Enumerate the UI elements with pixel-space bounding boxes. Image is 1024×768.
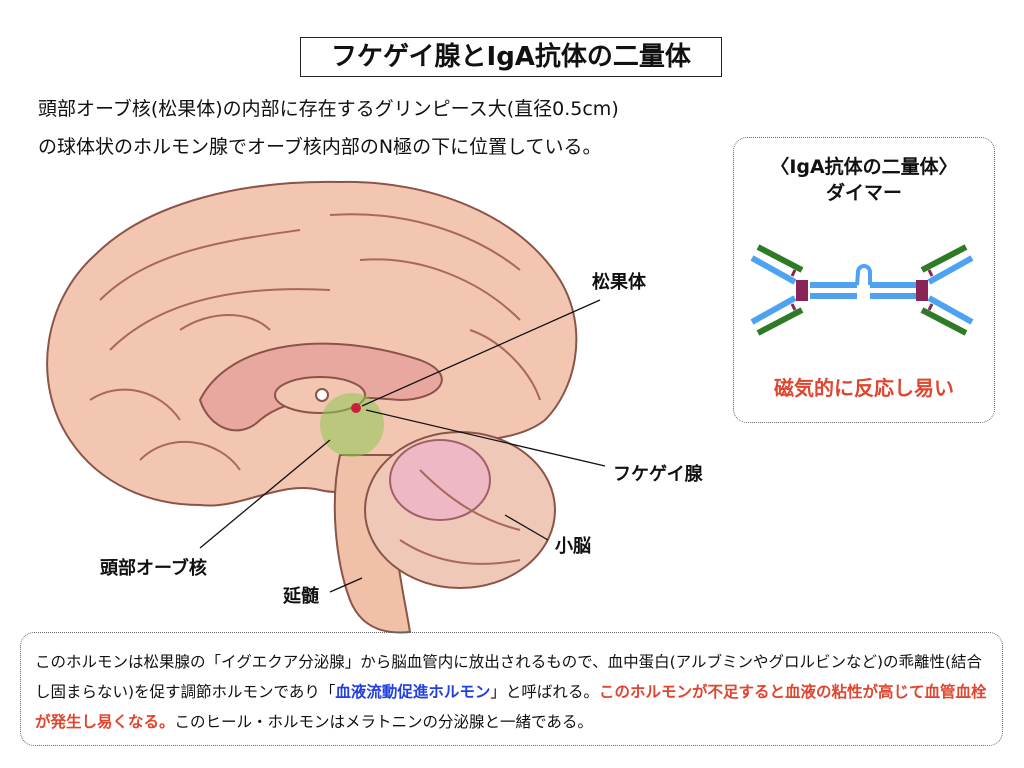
- explanation-highlight-blue: 血液流動促進ホルモン: [335, 683, 491, 701]
- explanation-text-1: このホルモンは松果腺の「イグエクア分泌腺」から脳血管内に放出されるもので、血中蛋…: [35, 653, 983, 701]
- explanation-highlight-red: このホルモンが不足すると血液の粘性が高じて血管血栓が発生し易くなる。: [35, 683, 987, 731]
- dimer-title: 〈IgA抗体の二量体〉: [770, 156, 958, 178]
- dimer-panel: 〈IgA抗体の二量体〉 ダイマー 磁気的に反応し易い: [733, 137, 995, 423]
- page-title: フケゲイ腺とIgA抗体の二量体: [300, 37, 722, 77]
- description-line-2: の球体状のホルモン腺でオーブ核内部のN極の下に位置している。: [38, 136, 602, 158]
- pineal-highlight: [320, 393, 384, 457]
- explanation-box: このホルモンは松果腺の「イグエクア分泌腺」から脳血管内に放出されるもので、血中蛋…: [20, 632, 1003, 746]
- description-line-1: 頭部オーブ核(松果体)の内部に存在するグリンピース大(直径0.5cm): [38, 98, 619, 120]
- dimer-subtitle: ダイマー: [825, 182, 902, 204]
- dimer-note: 磁気的に反応し易い: [774, 376, 954, 400]
- label-medulla: 延髄: [283, 586, 319, 607]
- label-cerebellum: 小脳: [555, 536, 591, 557]
- explanation-text-2: 」と呼ばれる。: [490, 683, 599, 701]
- label-pineal: 松果体: [592, 272, 646, 293]
- label-fukegei: フケゲイ腺: [613, 464, 703, 485]
- label-orb-nucleus: 頭部オーブ核: [100, 558, 207, 579]
- pineal-gland-dot: [351, 403, 361, 413]
- explanation-text-3: このヒール・ホルモンはメラトニンの分泌腺と一緒である。: [174, 713, 593, 731]
